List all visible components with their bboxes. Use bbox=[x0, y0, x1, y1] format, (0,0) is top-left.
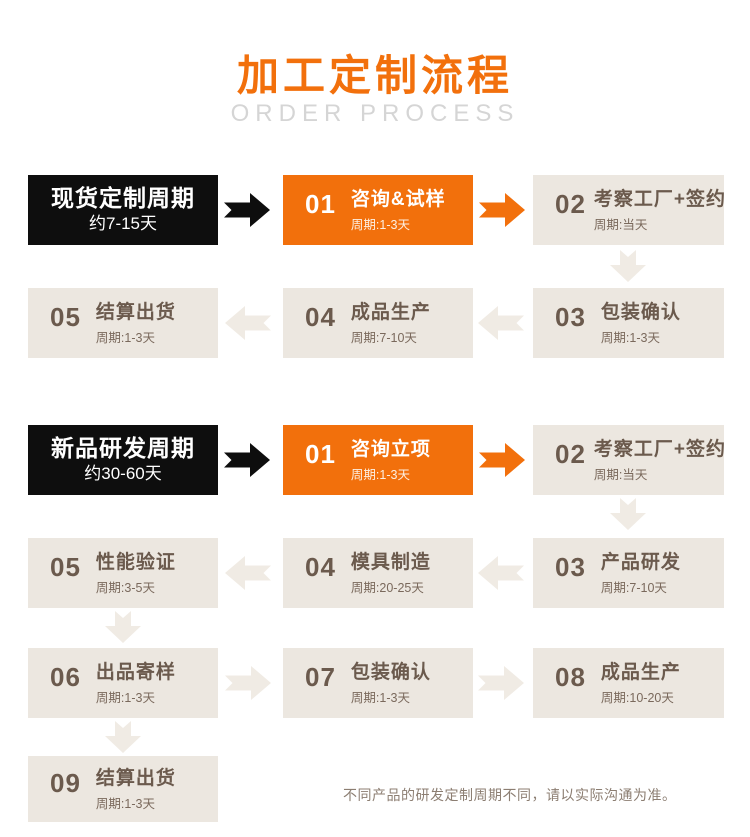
arrow-right-icon bbox=[479, 193, 525, 227]
step-period: 周期:7-10天 bbox=[350, 330, 417, 345]
flow2-step4-box: 04 模具制造 周期:20-25天 bbox=[283, 538, 473, 608]
step-number: 04 bbox=[305, 552, 336, 582]
step-number: 05 bbox=[50, 302, 81, 332]
flow2-step5-box: 05 性能验证 周期:3-5天 bbox=[28, 538, 218, 608]
flow2-intro-title: 新品研发周期 bbox=[51, 435, 195, 462]
step-period: 周期:1-3天 bbox=[350, 217, 410, 232]
arrow-left-icon bbox=[225, 306, 271, 340]
step-number: 02 bbox=[555, 439, 586, 469]
step-title: 咨询&试样 bbox=[350, 189, 446, 210]
page-subtitle: ORDER PROCESS bbox=[230, 100, 520, 127]
flow2-intro-duration: 约30-60天 bbox=[84, 463, 162, 483]
flow2-step2-box: 02 考察工厂+签约 周期:当天 bbox=[533, 425, 727, 495]
step-period: 周期:1-3天 bbox=[95, 796, 155, 811]
step-title: 结算出货 bbox=[95, 768, 176, 789]
flow2-step8-box: 08 成品生产 周期:10-20天 bbox=[533, 648, 724, 718]
step-period: 周期:7-10天 bbox=[600, 580, 667, 595]
flow2-step9-box: 09 结算出货 周期:1-3天 bbox=[28, 756, 218, 822]
page-title: 加工定制流程 bbox=[236, 52, 513, 99]
step-title: 出品寄样 bbox=[95, 662, 176, 683]
step-period: 周期:1-3天 bbox=[600, 330, 660, 345]
arrow-right-icon bbox=[479, 443, 525, 477]
flow2-step1-box: 01 咨询立项 周期:1-3天 bbox=[283, 425, 473, 495]
step-title: 产品研发 bbox=[600, 552, 681, 573]
arrow-down-icon bbox=[105, 611, 141, 643]
flow2-step3-box: 03 产品研发 周期:7-10天 bbox=[533, 538, 724, 608]
arrow-right-icon bbox=[478, 666, 524, 700]
step-period: 周期:10-20天 bbox=[600, 690, 674, 705]
step-number: 06 bbox=[50, 662, 81, 692]
step-period: 周期:1-3天 bbox=[350, 690, 410, 705]
step-number: 08 bbox=[555, 662, 586, 692]
step-title: 包装确认 bbox=[600, 302, 681, 323]
step-number: 01 bbox=[305, 189, 336, 219]
arrow-left-icon bbox=[225, 556, 271, 590]
arrow-down-icon bbox=[610, 498, 646, 530]
step-number: 03 bbox=[555, 302, 586, 332]
flow1-step2-box: 02 考察工厂+签约 周期:当天 bbox=[533, 175, 727, 245]
step-period: 周期:3-5天 bbox=[95, 580, 155, 595]
step-number: 02 bbox=[555, 189, 586, 219]
flow1-intro-box: 现货定制周期 约7-15天 bbox=[28, 175, 218, 245]
flow1-intro-duration: 约7-15天 bbox=[88, 213, 158, 233]
flow1-step3-box: 03 包装确认 周期:1-3天 bbox=[533, 288, 724, 358]
step-period: 周期:1-3天 bbox=[350, 467, 410, 482]
flow1-step4-box: 04 成品生产 周期:7-10天 bbox=[283, 288, 473, 358]
step-period: 周期:1-3天 bbox=[95, 330, 155, 345]
flow1-step1-box: 01 咨询&试样 周期:1-3天 bbox=[283, 175, 473, 245]
arrow-right-icon bbox=[224, 443, 270, 477]
arrow-right-icon bbox=[224, 193, 270, 227]
step-number: 09 bbox=[50, 768, 81, 798]
arrow-left-icon bbox=[478, 556, 524, 590]
step-period: 周期:20-25天 bbox=[350, 580, 424, 595]
step-number: 07 bbox=[305, 662, 336, 692]
step-title: 成品生产 bbox=[600, 662, 681, 683]
arrow-right-icon bbox=[225, 666, 271, 700]
step-period: 周期:1-3天 bbox=[95, 690, 155, 705]
flow2-step6-box: 06 出品寄样 周期:1-3天 bbox=[28, 648, 218, 718]
flow1-intro-title: 现货定制周期 bbox=[51, 185, 195, 212]
step-number: 04 bbox=[305, 302, 336, 332]
step-period: 周期:当天 bbox=[593, 217, 648, 232]
step-title: 考察工厂+签约 bbox=[593, 189, 727, 210]
flow2-step7-box: 07 包装确认 周期:1-3天 bbox=[283, 648, 473, 718]
step-title: 包装确认 bbox=[350, 662, 431, 683]
flow2-intro-box: 新品研发周期 约30-60天 bbox=[28, 425, 218, 495]
arrow-down-icon bbox=[610, 250, 646, 282]
flow1-step5-box: 05 结算出货 周期:1-3天 bbox=[28, 288, 218, 358]
footer-note: 不同产品的研发定制周期不同，请以实际沟通为准。 bbox=[343, 787, 677, 803]
step-title: 结算出货 bbox=[95, 302, 176, 323]
step-number: 01 bbox=[305, 439, 336, 469]
step-title: 性能验证 bbox=[95, 552, 176, 573]
step-number: 05 bbox=[50, 552, 81, 582]
step-title: 考察工厂+签约 bbox=[593, 439, 727, 460]
step-title: 咨询立项 bbox=[350, 439, 431, 460]
step-title: 模具制造 bbox=[350, 552, 431, 573]
step-title: 成品生产 bbox=[350, 302, 431, 323]
step-number: 03 bbox=[555, 552, 586, 582]
step-period: 周期:当天 bbox=[593, 467, 648, 482]
arrow-down-icon bbox=[105, 721, 141, 753]
arrow-left-icon bbox=[478, 306, 524, 340]
